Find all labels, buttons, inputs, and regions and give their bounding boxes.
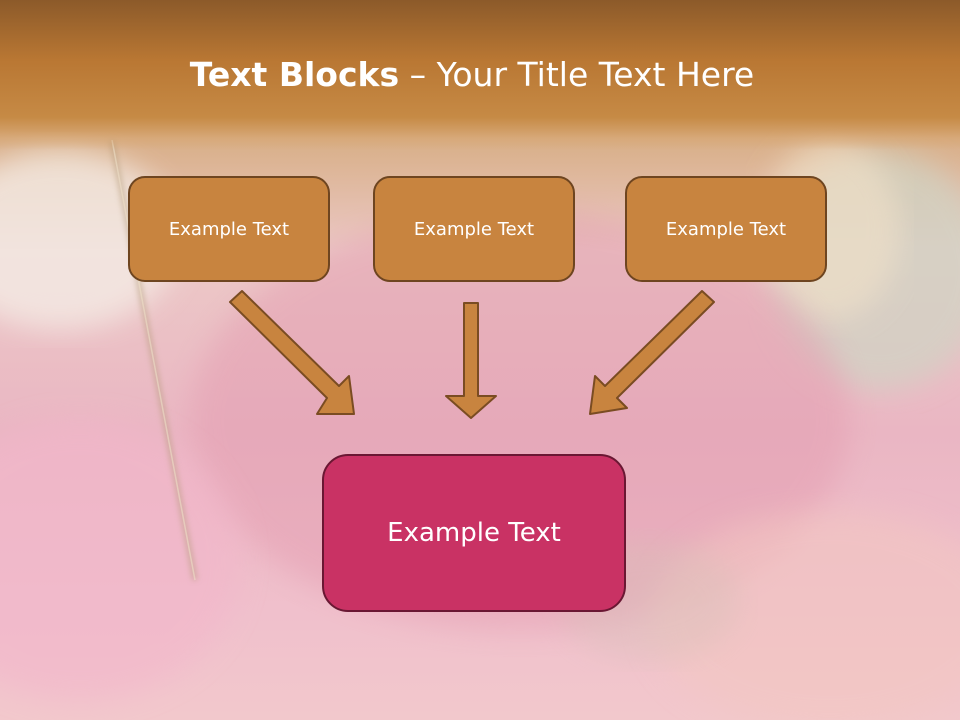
- text-box-main: Example Text: [322, 454, 626, 612]
- arrow-left-icon: [229, 290, 355, 415]
- text-box-1: Example Text: [128, 176, 330, 282]
- text-box-2: Example Text: [373, 176, 575, 282]
- arrow-right-icon: [589, 290, 715, 415]
- title-band: [0, 0, 960, 150]
- text-box-3: Example Text: [625, 176, 827, 282]
- slide-title: Text Blocks – Your Title Text Here: [0, 52, 944, 98]
- title-rest: – Your Title Text Here: [399, 55, 755, 94]
- arrow-down-icon: [445, 302, 497, 419]
- text-box-3-label: Example Text: [665, 218, 787, 240]
- text-box-main-label: Example Text: [387, 518, 561, 548]
- text-box-1-label: Example Text: [168, 218, 290, 240]
- title-bold: Text Blocks: [189, 55, 400, 94]
- text-box-2-label: Example Text: [413, 218, 535, 240]
